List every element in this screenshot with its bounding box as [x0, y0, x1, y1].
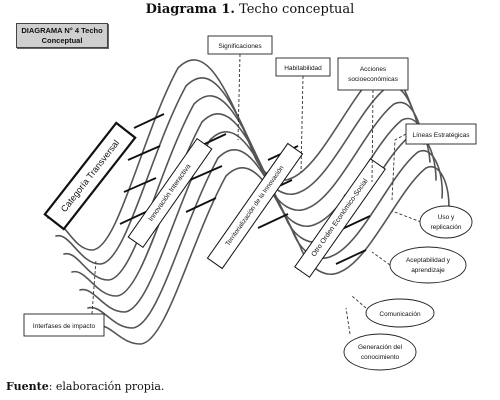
oval-generacion: [343, 333, 417, 371]
beam-tick: [127, 145, 161, 161]
label-acciones-line1: Acciones: [360, 66, 387, 73]
label-acciones-line2: socioeconómicas: [348, 76, 399, 83]
leader-acciones: [371, 89, 374, 183]
leader-generacion: [345, 307, 351, 335]
label-aceptabilidad-line1: Aceptabilidad y: [406, 257, 451, 264]
beam-categoria-transversal: [43, 121, 137, 231]
box-significaciones: [207, 35, 273, 55]
roof-wave-4: [71, 113, 431, 297]
beam-territorializacion-label: Territorialización de la Innovación: [225, 164, 286, 247]
diagram-title: Diagrama 1. Techo conceptual: [0, 2, 500, 17]
label-aceptabilidad-line2: aprendizaje: [411, 267, 445, 274]
label-generacion-line1: Generación del: [358, 344, 403, 351]
beam-innovacion-interactiva: [127, 137, 213, 249]
source-text: : elaboración propia.: [48, 380, 165, 393]
leader-comunicacion: [351, 295, 367, 309]
leader-habitabilidad: [300, 75, 304, 173]
label-generacion-line2: conocimiento: [361, 354, 400, 361]
beam-tick: [123, 177, 157, 193]
roof-wave-6: [87, 149, 444, 329]
beam-territorializacion: [206, 142, 304, 270]
box-acciones: [337, 57, 409, 91]
label-uso-line1: Uso y: [438, 214, 455, 221]
label-comunicacion: Comunicación: [379, 311, 421, 318]
diagram-title-text: Techo conceptual: [239, 2, 355, 17]
roof-wave-7: [95, 165, 450, 345]
leader-significaciones: [237, 53, 241, 141]
source-label: Fuente: [6, 380, 49, 393]
leader-uso: [391, 210, 422, 223]
oval-aceptabilidad: [389, 246, 467, 284]
diagram-tag-line1: DIAGRAMA N° 4 Techo: [21, 26, 103, 35]
beam-otro-orden-label: Otro Orden Económico-Social: [310, 178, 369, 259]
oval-comunicacion: [365, 298, 435, 328]
oval-uso: [419, 205, 473, 239]
label-habitabilidad: Habitabilidad: [284, 65, 322, 72]
label-significaciones: Significaciones: [218, 43, 262, 50]
leader-lineas: [391, 133, 407, 201]
diagram-title-number: Diagrama 1.: [145, 2, 235, 17]
box-interfases: [23, 313, 105, 337]
roof-wave-2: [55, 77, 419, 265]
leader-interfases: [91, 259, 97, 315]
beam-categoria-label: Categoría Transversal: [59, 138, 121, 214]
beam-tick: [189, 165, 223, 181]
beam-tick: [133, 113, 165, 129]
beam-tick: [185, 197, 217, 213]
beam-tick: [335, 249, 367, 265]
label-lineas: Líneas Estratégicas: [412, 132, 470, 139]
beam-tick: [257, 213, 289, 229]
leader-aceptabilidad: [371, 251, 391, 266]
box-lineas: [405, 123, 477, 145]
roof-wave-3: [63, 95, 425, 281]
label-uso-line2: replicación: [430, 224, 461, 231]
label-interfases: Interfases de impacto: [33, 323, 96, 330]
source-caption: Fuente: elaboración propia.: [6, 380, 164, 393]
beam-otro-orden: [294, 158, 386, 278]
diagram-tag-line2: Conceptual: [41, 36, 83, 45]
beam-tick: [339, 215, 371, 231]
diagram-tag: DIAGRAMA N° 4 Techo Conceptual: [16, 23, 108, 48]
box-habitabilidad: [275, 57, 331, 77]
